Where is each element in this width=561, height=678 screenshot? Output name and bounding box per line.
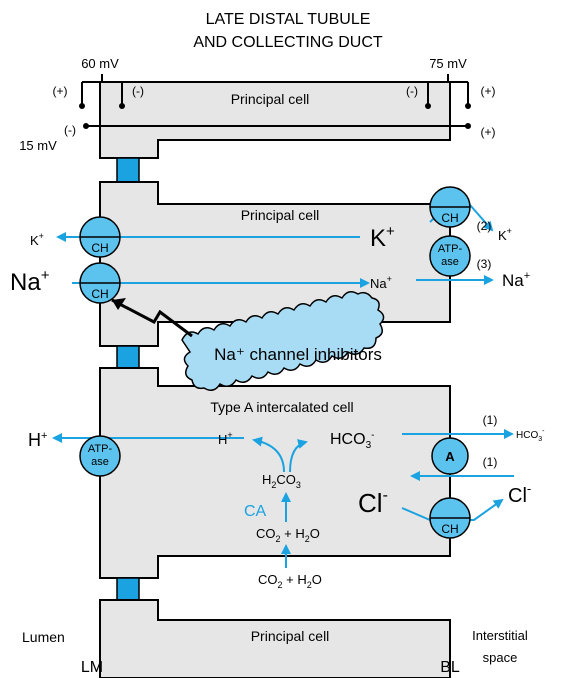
hco3-interstitial-label: HCO3- bbox=[516, 428, 545, 443]
voltage-right-plus: (+) bbox=[481, 84, 496, 98]
anion-exchanger: A bbox=[432, 438, 468, 474]
voltage-left-minus: (-) bbox=[132, 84, 144, 98]
intercalated-cell-label: Type A intercalated cell bbox=[210, 399, 353, 415]
title-line-1: LATE DISTAL TUBULE bbox=[206, 11, 371, 28]
bl-label: BL bbox=[440, 659, 460, 676]
tight-junction-2 bbox=[117, 346, 139, 368]
na-k-atpase-label-2: ase bbox=[441, 256, 459, 268]
lm-label: LM bbox=[81, 659, 103, 676]
voltage-mid-plus: (+) bbox=[481, 125, 496, 139]
tight-junction-3 bbox=[117, 578, 139, 600]
interstitial-label-1: Interstitial bbox=[472, 628, 528, 643]
cl-interstitial-label: Cl- bbox=[508, 481, 531, 507]
k-interstitial-label: K+ bbox=[498, 226, 512, 243]
lumen-label: Lumen bbox=[22, 629, 65, 645]
label-2: (2) bbox=[477, 219, 492, 233]
apical-na-channel-label: CH bbox=[91, 287, 108, 301]
voltage-left-plus: (+) bbox=[53, 84, 68, 98]
h-atpase: ATP- ase bbox=[80, 436, 120, 476]
principal-cell-middle-label: Principal cell bbox=[241, 207, 320, 223]
anion-exchanger-label: A bbox=[445, 449, 455, 464]
principal-cell-top-label: Principal cell bbox=[231, 91, 310, 107]
carbonic-anhydrase-label: CA bbox=[244, 503, 267, 520]
h-lumen-label: H+ bbox=[28, 430, 47, 450]
voltage-left-label: 60 mV bbox=[81, 56, 119, 71]
voltage-right-label: 75 mV bbox=[429, 56, 467, 71]
na-lumen-label: Na+ bbox=[10, 267, 50, 296]
label-1a: (1) bbox=[483, 413, 498, 427]
label-3: (3) bbox=[477, 257, 492, 271]
voltage-right-minus: (-) bbox=[406, 84, 418, 98]
basolateral-cl-channel: CH bbox=[430, 498, 470, 538]
na-k-atpase: ATP- ase bbox=[430, 236, 470, 276]
apical-na-channel: CH bbox=[80, 263, 120, 303]
basolateral-k-channel-label: CH bbox=[441, 211, 458, 225]
interstitial-label-2: space bbox=[483, 650, 518, 665]
basolateral-k-channel: CH bbox=[430, 187, 470, 227]
label-1b: (1) bbox=[483, 455, 498, 469]
apical-k-channel: CH bbox=[80, 217, 120, 257]
h-atpase-label-1: ATP- bbox=[88, 443, 113, 455]
na-k-atpase-label-1: ATP- bbox=[438, 243, 463, 255]
na-interstitial-label: Na+ bbox=[502, 270, 530, 290]
h-atpase-label-2: ase bbox=[91, 456, 109, 468]
na-channel-inhibitors-label: Na⁺ channel inhibitors bbox=[214, 345, 382, 364]
k-lumen-label: K+ bbox=[30, 231, 44, 248]
title-line-2: AND COLLECTING DUCT bbox=[193, 34, 383, 51]
co2-h2o-interstitial-label: CO2 + H2O bbox=[258, 572, 322, 590]
basolateral-cl-channel-label: CH bbox=[441, 522, 458, 536]
voltage-mid-minus: (-) bbox=[64, 123, 76, 137]
apical-k-channel-label: CH bbox=[91, 241, 108, 255]
tight-junction-1 bbox=[117, 158, 139, 182]
voltage-mid-label: 15 mV bbox=[19, 138, 57, 153]
principal-cell-bottom-label: Principal cell bbox=[251, 628, 330, 644]
